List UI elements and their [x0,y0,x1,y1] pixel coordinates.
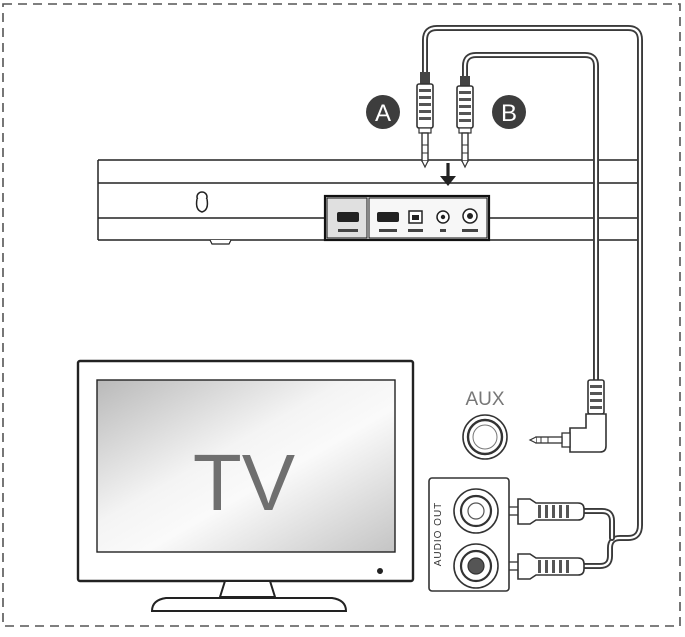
plug-a [416,72,434,169]
label-b-badge: B [492,95,526,129]
cable-a-branch [579,508,615,541]
rca-plug-bottom [499,553,585,580]
audio-out-panel [428,477,510,592]
right-angle-plug [528,379,607,453]
keyhole-icon [195,191,209,213]
audio-out-label: AUDIO OUT [433,502,444,567]
cable-a [422,25,643,569]
tv-label: TV [193,438,296,527]
label-b-text: B [501,100,517,127]
plug-b [456,76,474,169]
tv [76,359,415,612]
label-a-badge: A [366,95,400,129]
aux-jack [462,414,508,460]
rca-plug-top [499,498,585,525]
insert-arrow [440,163,456,186]
tv-stand-neck [218,580,277,598]
cable-b [462,52,599,383]
dashed-border [2,3,681,627]
soundbar-foot [209,239,232,245]
aux-label: AUX [465,389,504,410]
tv-power-led [377,568,383,574]
tv-stand-base [150,597,348,612]
port-panel [323,194,491,242]
soundbar [97,159,640,245]
label-a-text: A [375,100,391,127]
